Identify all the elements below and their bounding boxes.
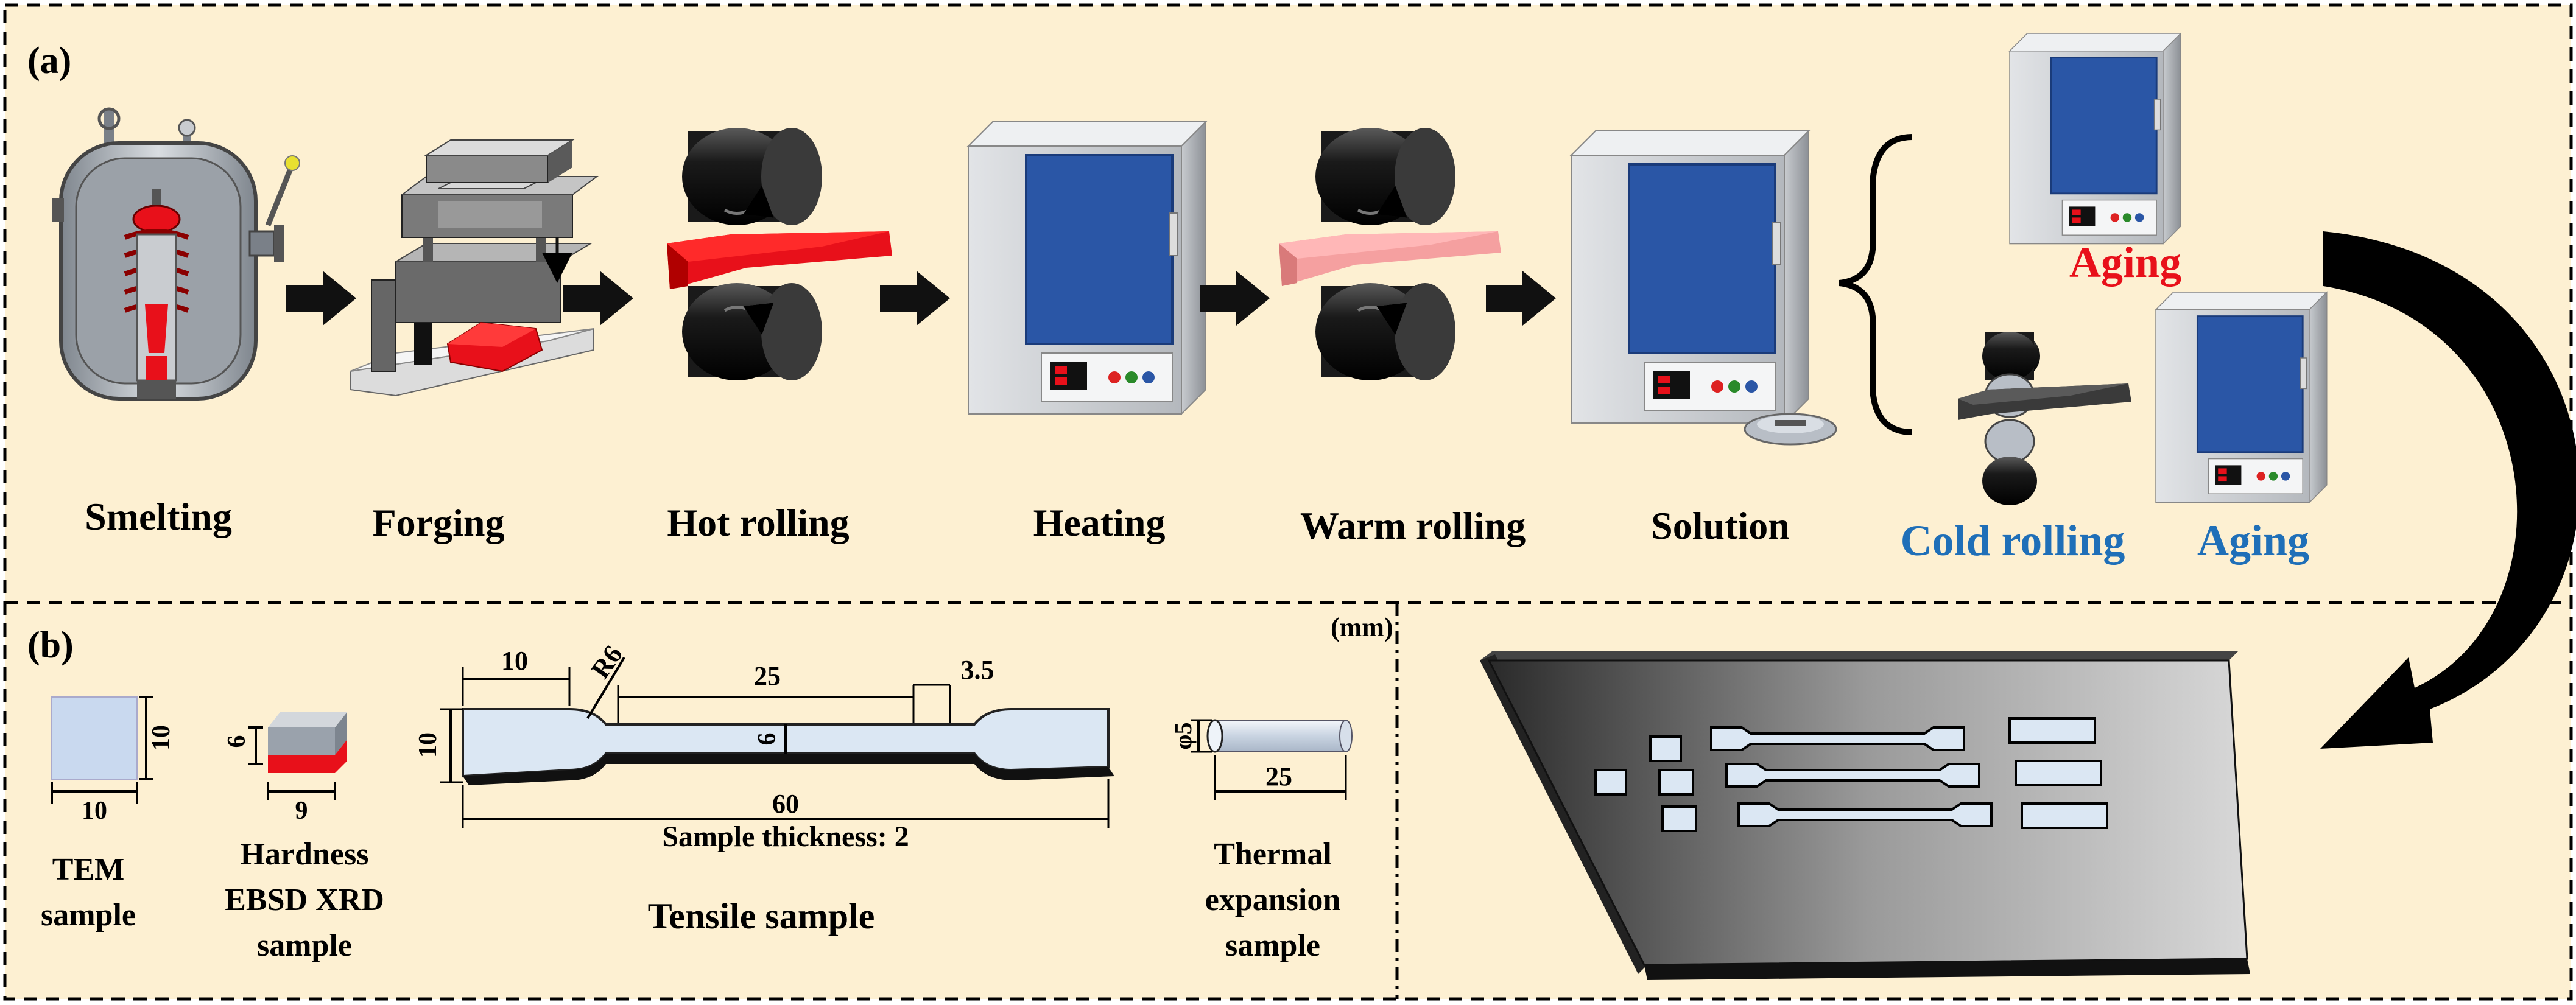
cold-rolling-icon (1958, 332, 2131, 505)
panel-a-label: (a) (27, 40, 71, 82)
thermal-sample-drawing (1191, 719, 1353, 800)
thermal-label-3: sample (1225, 928, 1320, 963)
tensile-shoulder-dim: 3.5 (961, 655, 994, 685)
step-heating-label: Heating (1033, 501, 1166, 544)
tensile-grip-width-dim: 10 (414, 732, 442, 758)
aging-furnace-top-icon (2008, 32, 2182, 245)
sample-dish-icon (1744, 413, 1837, 446)
branch-top-aging-label: Aging (2069, 238, 2181, 287)
panel-b-label: (b) (27, 625, 74, 666)
hardness-height-dim: 6 (223, 735, 251, 748)
heating-furnace-icon (967, 121, 1207, 415)
flow-arrow-icon (286, 271, 356, 326)
tensile-gauge-dim: 25 (754, 661, 781, 691)
step-solution-label: Solution (1651, 504, 1790, 547)
flow-arrow-icon (563, 271, 633, 326)
solution-furnace-icon (1570, 130, 1810, 424)
plate-cutting-layout-drawing (1480, 651, 2250, 980)
branch-brace-icon (1839, 134, 1913, 435)
tensile-total-dim: 60 (772, 789, 799, 819)
tensile-sample-label: Tensile sample (648, 896, 875, 936)
hardness-width-dim: 9 (295, 797, 308, 825)
tem-sample-drawing (51, 696, 153, 804)
smelting-furnace-icon (52, 107, 300, 401)
unit-label: (mm) (1331, 612, 1393, 642)
flow-arrow-icon (880, 271, 950, 326)
step-warm-rolling-label: Warm rolling (1300, 504, 1526, 547)
step-forging-label: Forging (373, 501, 505, 544)
tensile-sample-drawing (440, 656, 1114, 828)
aging-furnace-bottom-icon (2155, 291, 2328, 504)
step-hot-rolling-label: Hot rolling (667, 501, 849, 544)
tensile-gauge-width-dim: 6 (753, 733, 781, 746)
tensile-grip-dim: 10 (501, 646, 528, 676)
hardness-label-1: Hardness (241, 837, 369, 872)
hardness-label-3: sample (257, 928, 352, 963)
hot-rolling-icon (667, 128, 892, 380)
hardness-sample-drawing (248, 712, 347, 800)
warm-rolling-icon (1279, 128, 1501, 380)
thermal-dia-dim: φ5 (1169, 723, 1197, 750)
tem-label-1: TEM (52, 852, 124, 887)
panel-b-background (5, 603, 1397, 999)
thermal-len-dim: 25 (1265, 762, 1292, 791)
big-curved-arrow-icon (2320, 231, 2576, 749)
tem-label-2: sample (41, 898, 136, 933)
branch-cold-rolling-label: Cold rolling (1901, 516, 2125, 565)
panel-borders (3, 3, 2573, 1001)
tensile-thickness-label: Sample thickness: 2 (662, 821, 909, 853)
thermal-label-2: expansion (1205, 883, 1341, 917)
tem-height-dim: 10 (147, 725, 175, 751)
branch-bottom-aging-label: Aging (2197, 516, 2309, 565)
tem-width-dim: 10 (82, 797, 107, 825)
flow-arrow-icon (1200, 271, 1270, 326)
hardness-label-2: EBSD XRD (225, 883, 384, 917)
step-smelting-label: Smelting (85, 495, 232, 538)
flow-arrow-icon (1486, 271, 1556, 326)
forging-press-icon (350, 139, 599, 397)
thermal-label-1: Thermal (1214, 837, 1332, 872)
